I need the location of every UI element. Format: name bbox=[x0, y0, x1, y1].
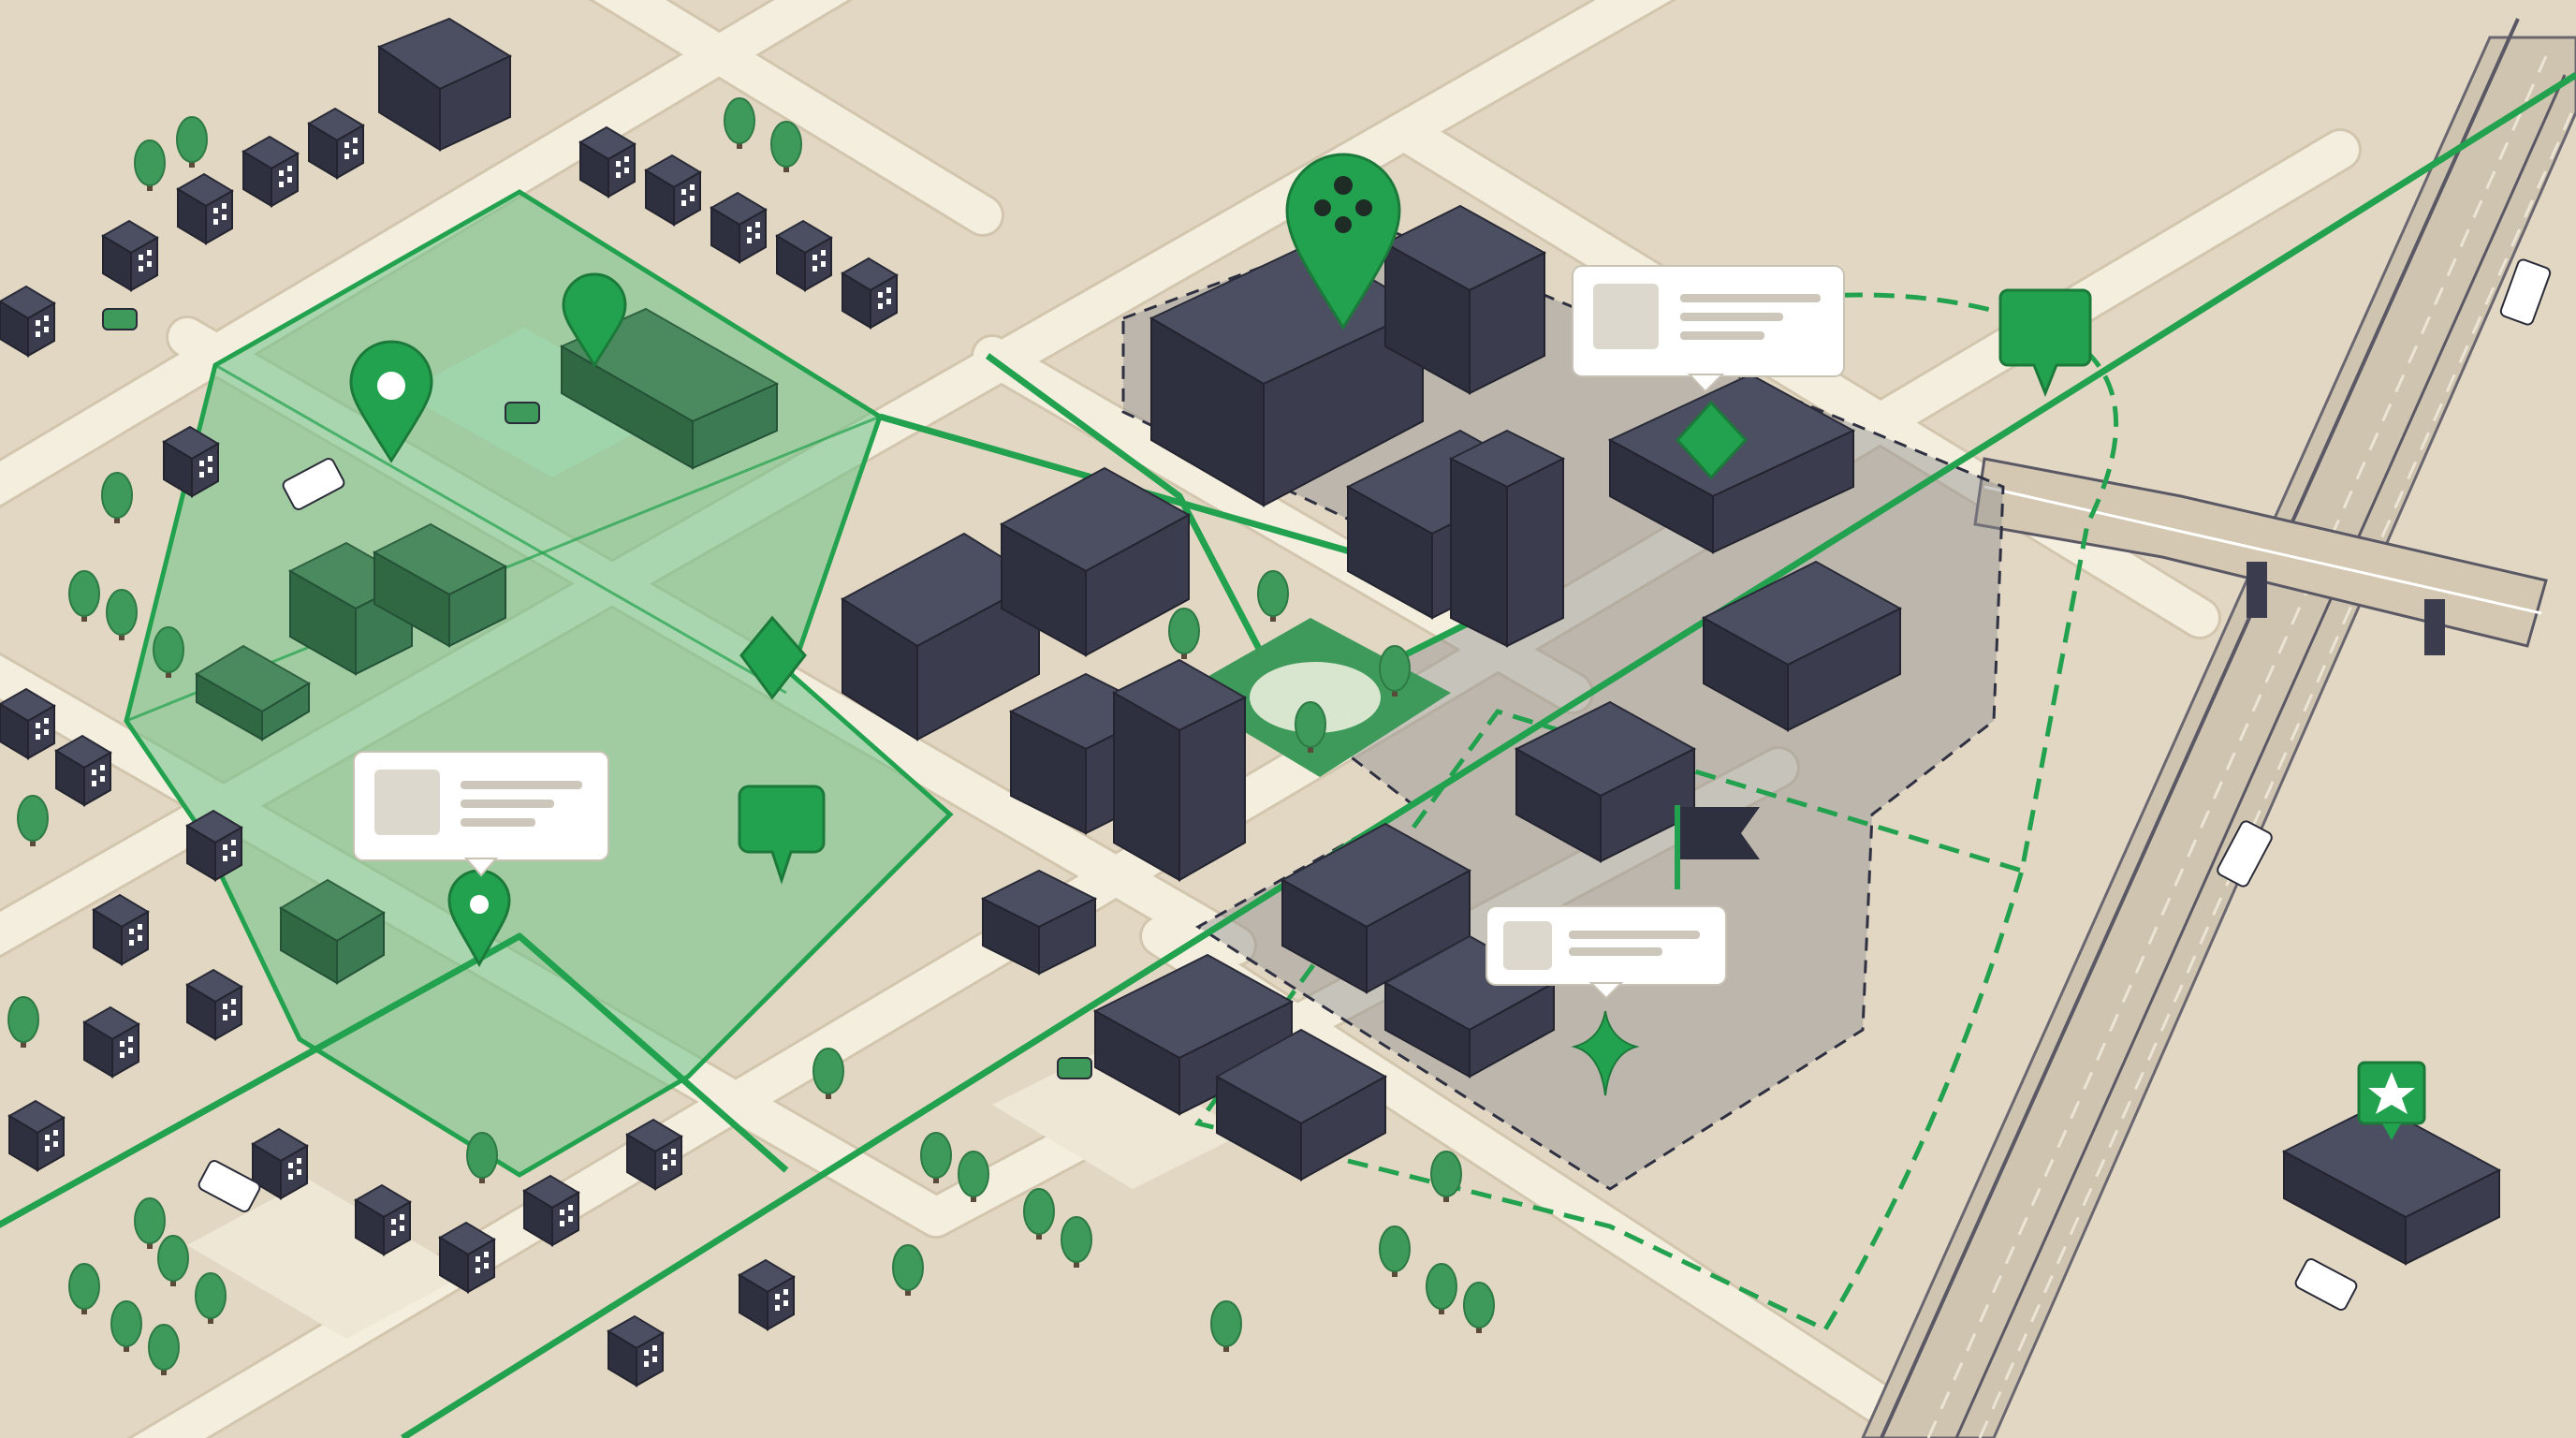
corner-building bbox=[1701, 560, 1903, 732]
car-green-south bbox=[1057, 1057, 1092, 1079]
apartment-row-north bbox=[376, 17, 513, 152]
hub-pin-icon bbox=[1314, 176, 1372, 233]
flag-icon bbox=[1680, 807, 1760, 859]
tower-building bbox=[1345, 429, 1566, 648]
tall-building-a bbox=[1383, 204, 1547, 395]
van-east bbox=[2294, 1258, 2358, 1311]
zone-pin-north[interactable] bbox=[562, 272, 627, 368]
car-green bbox=[102, 308, 138, 330]
van-southwest bbox=[198, 1160, 261, 1212]
vehicles bbox=[102, 258, 2552, 1311]
highway-overpass bbox=[1973, 457, 2548, 655]
speech-bubble-icon bbox=[1998, 288, 2092, 398]
hub-pin[interactable] bbox=[1285, 153, 1401, 330]
warehouse-south bbox=[1092, 953, 1388, 1181]
main-green-route-avenue[interactable] bbox=[401, 72, 2576, 1438]
van-west bbox=[282, 458, 345, 510]
downtown-buildings bbox=[376, 17, 2502, 1266]
star-icon bbox=[2368, 1072, 2415, 1114]
flag-marker[interactable] bbox=[1675, 805, 1760, 889]
flag-building bbox=[1514, 700, 1697, 863]
chat-marker-zone[interactable] bbox=[738, 785, 826, 885]
sparkle-icon bbox=[1571, 1010, 1640, 1096]
dashed-green-route[interactable] bbox=[1193, 292, 2119, 1333]
info-card-zone[interactable] bbox=[353, 751, 609, 877]
small-kiosk bbox=[980, 869, 1098, 976]
diamond-marker[interactable] bbox=[739, 615, 807, 700]
diamond-marker-downtown[interactable] bbox=[1675, 400, 1749, 480]
office-block-b bbox=[841, 466, 1192, 741]
speech-bubble-icon bbox=[738, 785, 826, 885]
zone-buildings bbox=[195, 307, 780, 985]
sparkle-marker[interactable] bbox=[1571, 1010, 1640, 1096]
van-north bbox=[2499, 258, 2552, 326]
info-card-hub[interactable] bbox=[1572, 265, 1845, 393]
star-building bbox=[2281, 1103, 2502, 1266]
main-green-route-west[interactable] bbox=[0, 932, 789, 1245]
highway bbox=[1861, 18, 2576, 1438]
info-card-downtown[interactable] bbox=[1486, 905, 1727, 1000]
parking-lot bbox=[992, 1049, 1245, 1189]
chat-marker-east[interactable] bbox=[1998, 288, 2092, 398]
star-marker[interactable] bbox=[2357, 1061, 2426, 1140]
parking-lot bbox=[187, 1180, 468, 1339]
diamond-icon bbox=[739, 615, 807, 700]
circle-pin[interactable] bbox=[349, 340, 433, 463]
car-green-lot bbox=[505, 402, 540, 424]
location-pin-icon bbox=[377, 372, 405, 400]
van-highway bbox=[2217, 820, 2273, 888]
office-block-c bbox=[1008, 658, 1248, 882]
diamond-icon bbox=[1675, 400, 1749, 480]
